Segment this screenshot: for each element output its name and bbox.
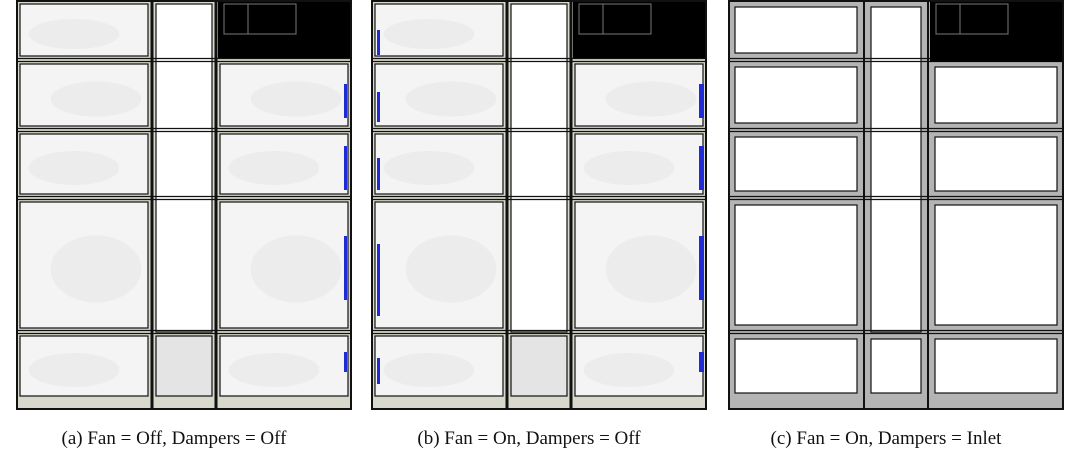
room-corridor-bottom (870, 338, 922, 394)
room-left-2 (734, 66, 858, 124)
room-right-4 (934, 204, 1058, 326)
caption-c: (c) Fan = On, Dampers = Inlet (770, 428, 1002, 449)
room-left-1 (734, 6, 858, 54)
damper-indicator-9 (377, 358, 380, 384)
damper-indicator-4 (699, 352, 704, 372)
damper-indicator-6 (377, 92, 380, 122)
black-region (218, 2, 350, 58)
corridor (510, 3, 568, 333)
room-shading (28, 353, 120, 387)
room-left-3 (734, 136, 858, 192)
room-shading (383, 19, 475, 49)
black-region-outline (935, 3, 1009, 35)
panel-a (16, 0, 352, 415)
corridor (155, 3, 213, 333)
room-right-5 (934, 338, 1058, 394)
room-shading (605, 81, 697, 117)
floor-plan-c (728, 0, 1064, 410)
room-shading (228, 353, 320, 387)
black-region-outline (578, 3, 652, 35)
room-right-2 (934, 66, 1058, 124)
panel-c (728, 0, 1064, 415)
damper-indicator-4 (344, 352, 347, 372)
caption-a: (a) Fan = Off, Dampers = Off (61, 428, 287, 449)
damper-indicator-2 (344, 146, 347, 190)
room-shading (28, 151, 120, 185)
room-shading (50, 81, 142, 117)
room-right-3 (934, 136, 1058, 192)
damper-indicator-3 (699, 236, 704, 300)
room-shading (383, 353, 475, 387)
room-corridor-bottom (155, 335, 213, 397)
damper-indicator-2 (699, 146, 704, 190)
floor-plan-b (371, 0, 707, 410)
room-corridor-bottom (510, 335, 568, 397)
damper-indicator-1 (699, 84, 704, 118)
damper-indicator-1 (344, 84, 347, 118)
room-shading (250, 81, 342, 117)
room-shading (583, 353, 675, 387)
damper-indicator-8 (377, 244, 380, 316)
room-shading (405, 235, 497, 303)
caption-b: (b) Fan = On, Dampers = Off (417, 428, 641, 449)
room-shading (605, 235, 697, 303)
room-shading (405, 81, 497, 117)
room-shading (50, 235, 142, 303)
room-shading (383, 151, 475, 185)
panel-b (371, 0, 707, 415)
room-shading (583, 151, 675, 185)
damper-indicator-5 (377, 30, 380, 55)
room-shading (28, 19, 120, 49)
room-left-5 (734, 338, 858, 394)
room-left-4 (734, 204, 858, 326)
black-region-outline (223, 3, 297, 35)
damper-indicator-3 (344, 236, 347, 300)
black-region (573, 2, 705, 58)
room-shading (250, 235, 342, 303)
black-region (930, 2, 1062, 62)
floor-plan-a (16, 0, 352, 410)
room-shading (228, 151, 320, 185)
corridor (870, 6, 922, 333)
damper-indicator-7 (377, 158, 380, 190)
